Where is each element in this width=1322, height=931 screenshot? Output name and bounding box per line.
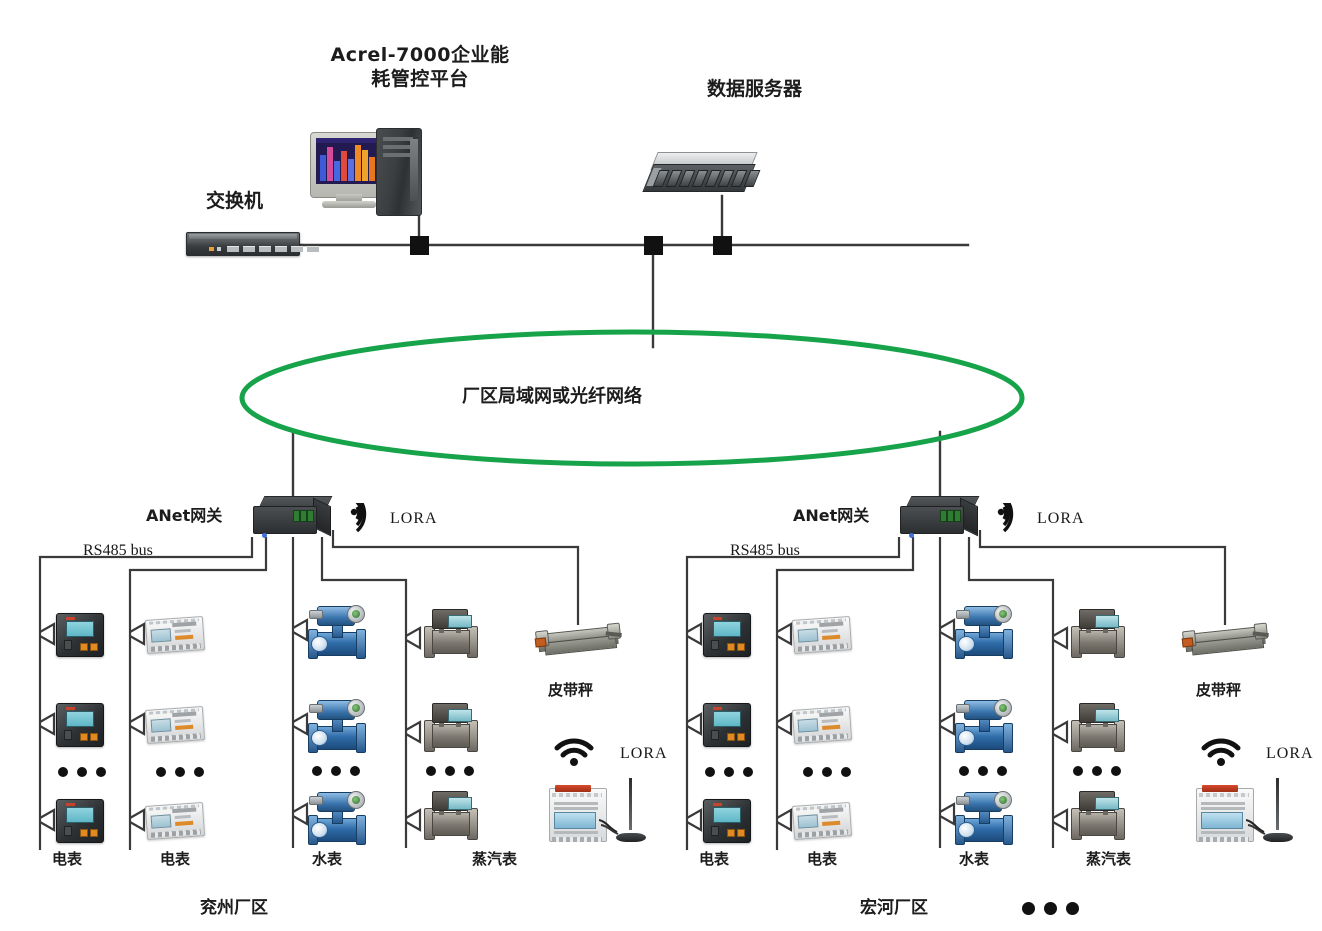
gateway-device-icon[interactable] [253, 496, 333, 538]
steam-meter[interactable] [422, 790, 478, 840]
rs485-bus-label: RS485 bus [730, 542, 800, 559]
lora-label: LORA [390, 510, 438, 527]
panel-meter[interactable] [703, 703, 751, 747]
platform-title-line1: Acrel-7000企业能 [330, 44, 510, 66]
ellipsis-steam [426, 766, 474, 776]
panel-meter[interactable] [703, 799, 751, 843]
din-meter[interactable] [144, 616, 206, 654]
branch-label-water: 水表 [959, 850, 990, 868]
steam-meter[interactable] [1069, 790, 1125, 840]
network-switch-icon[interactable] [186, 232, 319, 256]
water-meter[interactable] [955, 698, 1013, 754]
panel-meter[interactable] [56, 799, 104, 843]
wifi-icon [1201, 738, 1241, 766]
ellipsis-steam [1073, 766, 1121, 776]
belt-scale-icon[interactable] [534, 618, 622, 660]
branch-label-power-din: 电表 [160, 850, 191, 868]
water-meter[interactable] [955, 604, 1013, 660]
site-label-left: 兖州厂区 [200, 898, 268, 918]
branch-label-steam: 蒸汽表 [472, 850, 518, 868]
water-meter[interactable] [308, 698, 366, 754]
factory-lan-label: 厂区局域网或光纤网络 [462, 386, 642, 407]
wireless-lora-meter[interactable] [549, 782, 619, 844]
panel-meter[interactable] [56, 703, 104, 747]
water-meter[interactable] [308, 604, 366, 660]
steam-meter[interactable] [422, 608, 478, 658]
belt-scale-label: 皮带秤 [1196, 681, 1242, 699]
panel-meter[interactable] [703, 613, 751, 657]
site-label-right: 宏河厂区 [860, 898, 928, 918]
rack-server-icon[interactable] [642, 150, 761, 196]
ellipsis-power-panel [58, 767, 106, 777]
rs485-bus-label: RS485 bus [83, 542, 153, 559]
antenna-icon [1261, 778, 1295, 842]
antenna-icon [614, 778, 648, 842]
server-title: 数据服务器 [707, 78, 803, 100]
ellipsis-water [312, 766, 360, 776]
branch-label-power-panel: 电表 [699, 850, 730, 868]
gateway-label: ANet网关 [146, 506, 223, 525]
branch-label-water: 水表 [312, 850, 343, 868]
ellipsis-power-panel [705, 767, 753, 777]
din-meter[interactable] [144, 706, 206, 744]
branch-label-power-panel: 电表 [52, 850, 83, 868]
ellipsis-more-sites [1022, 902, 1079, 915]
din-meter[interactable] [791, 616, 853, 654]
lora-wireless-label: LORA [620, 745, 668, 762]
belt-scale-label: 皮带秤 [548, 681, 594, 699]
bus-junction-nodes [410, 236, 732, 255]
gateway-device-icon[interactable] [900, 496, 980, 538]
steam-meter[interactable] [422, 702, 478, 752]
cable-icon [1246, 819, 1266, 835]
wifi-icon [554, 738, 594, 766]
signal-icon [350, 503, 367, 533]
steam-meter[interactable] [1069, 608, 1125, 658]
din-meter[interactable] [791, 706, 853, 744]
platform-title: Acrel-7000企业能 耗管控平台 [280, 44, 560, 92]
water-meter[interactable] [308, 790, 366, 846]
gateway-label: ANet网关 [793, 506, 870, 525]
ellipsis-power-din [156, 767, 204, 777]
steam-meter[interactable] [1069, 702, 1125, 752]
ellipsis-power-din [803, 767, 851, 777]
water-meter[interactable] [955, 790, 1013, 846]
signal-icon [997, 503, 1014, 533]
ellipsis-water [959, 766, 1007, 776]
desktop-computer-icon[interactable] [310, 128, 428, 224]
platform-title-line2: 耗管控平台 [371, 67, 469, 90]
lora-wireless-label: LORA [1266, 745, 1314, 762]
lora-label: LORA [1037, 510, 1085, 527]
panel-meter[interactable] [56, 613, 104, 657]
branch-label-steam: 蒸汽表 [1086, 850, 1132, 868]
din-meter[interactable] [791, 802, 853, 840]
cable-icon [599, 819, 619, 835]
wireless-lora-meter[interactable] [1196, 782, 1266, 844]
din-meter[interactable] [144, 802, 206, 840]
switch-title: 交换机 [206, 190, 264, 212]
branch-label-power-din: 电表 [807, 850, 838, 868]
belt-scale-icon[interactable] [1181, 618, 1269, 660]
